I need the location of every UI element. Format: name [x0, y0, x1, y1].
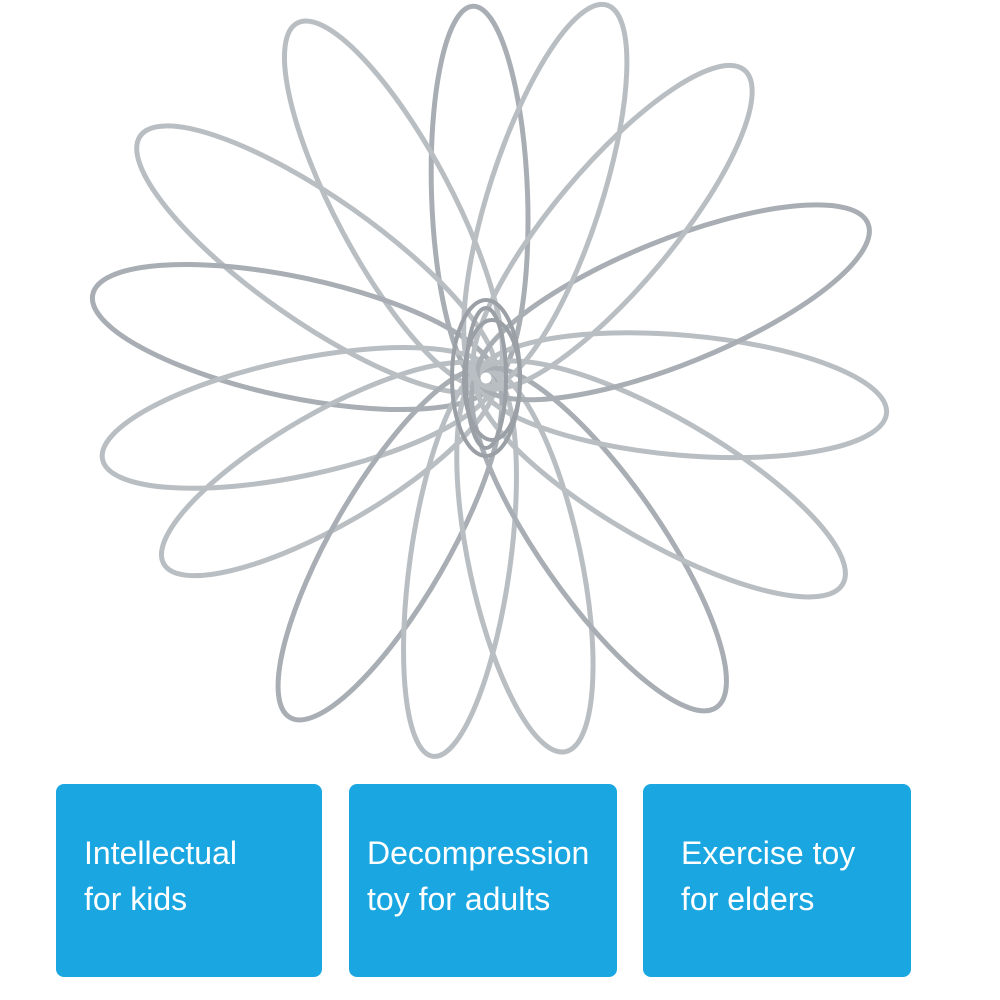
card-exercise-toy-for-elders: Exercise toy for elders	[643, 784, 911, 977]
metal-rings	[89, 1, 890, 759]
card-line-1: Decompression	[367, 835, 590, 871]
ring-core	[450, 298, 522, 458]
card-line-1: Exercise toy	[681, 835, 856, 871]
ring-petal	[461, 1, 630, 389]
card-intellectual-for-kids: Intellectual for kids	[56, 784, 322, 977]
card-line-2: for kids	[84, 881, 188, 917]
card-line-1: Intellectual	[84, 835, 237, 871]
card-decompression-toy-for-adults: Decompression toy for adults	[349, 784, 617, 977]
card-line-2: toy for adults	[367, 881, 551, 917]
ring-petal	[89, 261, 497, 413]
flow-ring-toy-image	[89, 1, 890, 759]
ring-petal	[475, 330, 890, 461]
ring-petal	[281, 18, 506, 390]
ring-petal	[473, 358, 848, 600]
card-line-2: for elders	[681, 881, 815, 917]
